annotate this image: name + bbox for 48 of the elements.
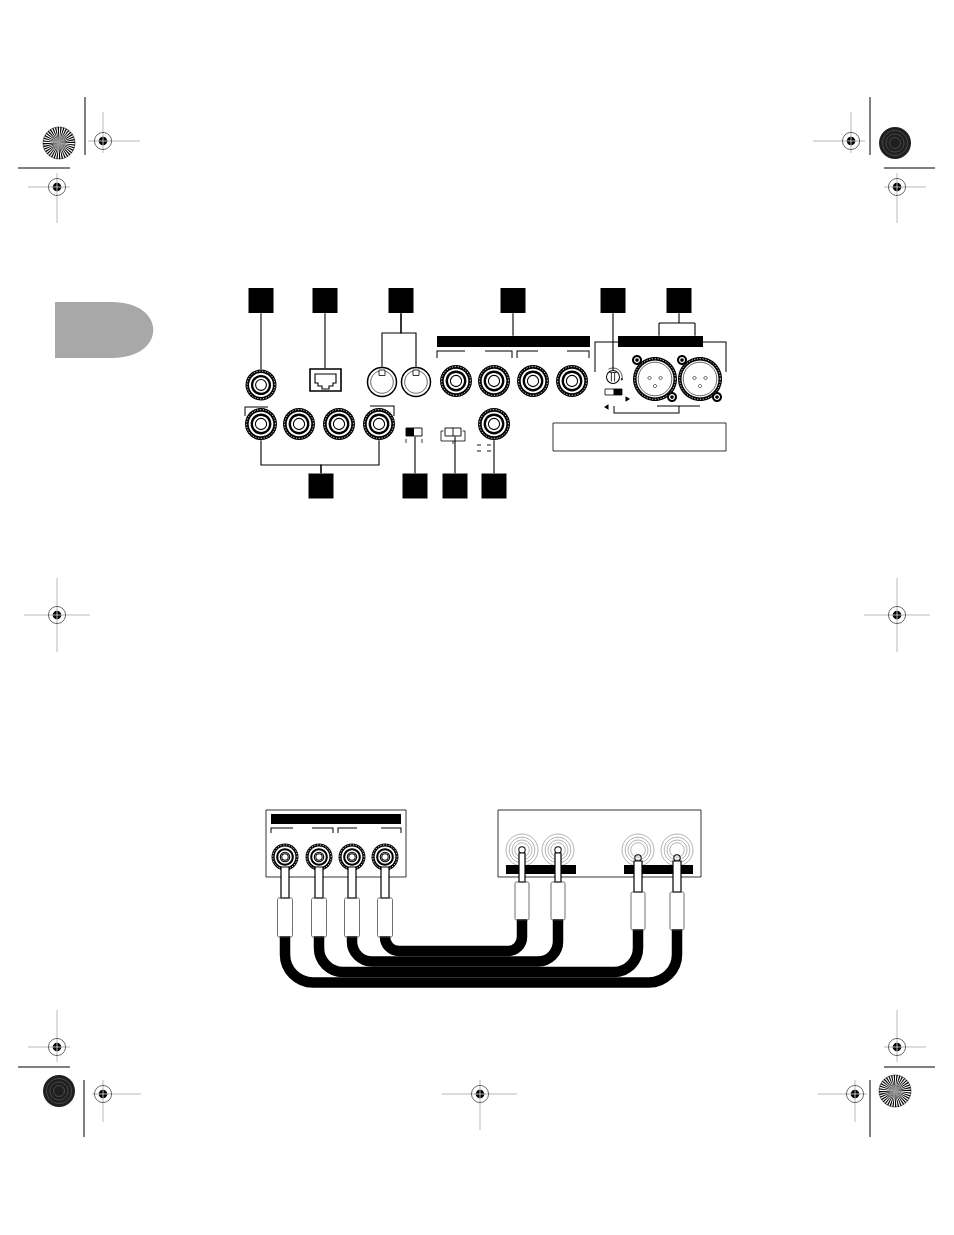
jack-socket (517, 365, 549, 397)
jack-socket (660, 833, 694, 867)
jack-socket (371, 843, 399, 871)
callout-box (402, 473, 428, 499)
callout-box (312, 288, 338, 313)
leader-line (324, 312, 326, 369)
jack-socket (338, 843, 366, 871)
patch-cable (344, 846, 566, 967)
jack-socket (621, 833, 655, 867)
callout-box (248, 288, 274, 313)
callout-box (600, 288, 626, 313)
leader-line (493, 439, 495, 474)
leader-line (414, 435, 416, 474)
jack-socket (363, 408, 395, 440)
patch-cable (277, 853, 685, 988)
patch-cable (311, 853, 646, 978)
callout-box (666, 288, 692, 313)
leader-bracket (381, 312, 417, 368)
knob (606, 367, 624, 384)
leader-line (454, 435, 456, 474)
leader-line (260, 312, 262, 370)
callout-box (442, 473, 468, 499)
din-socket (366, 366, 398, 398)
leader-bracket (260, 439, 380, 474)
jack-socket (478, 408, 510, 440)
slide-switch (444, 427, 462, 437)
jack-socket (245, 369, 277, 401)
jack-socket (305, 843, 333, 871)
callout-box (481, 473, 507, 499)
leader-line (512, 312, 514, 337)
label-bar (437, 336, 590, 347)
label-bar (618, 336, 703, 347)
din-socket (400, 366, 432, 398)
jack-socket (245, 408, 277, 440)
jack-socket (283, 408, 315, 440)
callout-box (500, 288, 526, 313)
callout-box (308, 473, 334, 499)
jack-socket (440, 365, 472, 397)
slide-switch (405, 427, 423, 437)
network-port (309, 368, 342, 392)
jack-socket (478, 365, 510, 397)
jack-socket (323, 408, 355, 440)
patch-cable (377, 846, 530, 957)
callout-box (388, 288, 414, 313)
leader-bracket (658, 312, 696, 337)
jack-socket (556, 365, 588, 397)
jack-socket (271, 843, 299, 871)
leader-line (612, 312, 614, 371)
